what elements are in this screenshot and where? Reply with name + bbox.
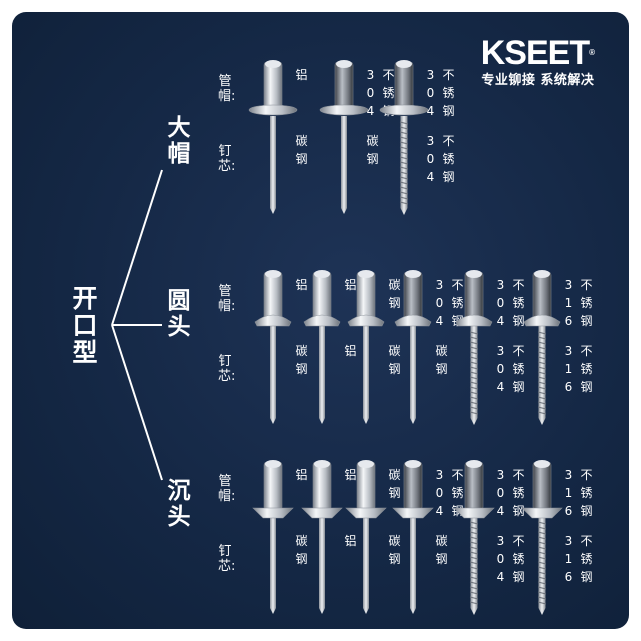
sleeve-material-grade: 304	[496, 468, 505, 518]
mandrel-material-material: 不锈钢	[512, 534, 525, 584]
rivet-illustration	[347, 270, 385, 424]
rivet-illustration	[392, 460, 434, 614]
mandrel-material-material: 铝	[344, 344, 357, 358]
mandrel-material-material: 碳钢	[295, 344, 308, 376]
mandrel-material-material: 碳钢	[435, 534, 448, 566]
sleeve-field-label: 管帽:	[218, 284, 236, 314]
category-label-0: 大帽	[167, 115, 191, 167]
brand-slogan: 专业铆接 系统解决	[481, 73, 595, 88]
sleeve-material-material: 铝	[295, 278, 308, 292]
mandrel-material-grade: 316	[564, 344, 573, 394]
rivet-illustration	[301, 460, 343, 614]
sleeve-material-grade: 316	[564, 278, 573, 328]
rivet-illustration	[521, 460, 563, 615]
sleeve-material-grade: 304	[426, 68, 435, 118]
mandrel-material-material: 不锈钢	[442, 134, 455, 184]
sleeve-material-material: 碳钢	[388, 468, 401, 500]
mandrel-material-material: 不锈钢	[512, 344, 525, 394]
mandrel-material-grade: 304	[496, 534, 505, 584]
mandrel-material-material: 碳钢	[435, 344, 448, 376]
rivet-illustration	[248, 60, 298, 214]
sleeve-field-label: 管帽:	[218, 474, 236, 504]
brand-logo: KSEET®	[480, 34, 595, 72]
sleeve-field-label: 管帽:	[218, 74, 236, 104]
category-label-1: 圆头	[167, 288, 191, 340]
root-category-label: 开口型	[72, 284, 98, 367]
sleeve-material-grade: 304	[435, 278, 444, 328]
sleeve-material-material: 铝	[344, 278, 357, 292]
sleeve-material-grade: 304	[496, 278, 505, 328]
mandrel-material-material: 不锈钢	[580, 534, 593, 584]
mandrel-material-grade: 304	[426, 134, 435, 184]
mandrel-field-label: 钉芯:	[218, 354, 236, 384]
category-label-2: 沉头	[167, 478, 191, 530]
rivet-illustration	[453, 460, 495, 615]
brand-block: KSEET® 专业铆接 系统解决	[481, 34, 595, 90]
rivet-illustration	[394, 270, 432, 424]
sleeve-material-material: 铝	[295, 468, 308, 482]
mandrel-material-material: 碳钢	[388, 534, 401, 566]
mandrel-material-material: 碳钢	[366, 134, 379, 166]
mandrel-field-label: 钉芯:	[218, 144, 236, 174]
mandrel-material-material: 铝	[344, 534, 357, 548]
rivet-illustration	[523, 270, 561, 425]
sleeve-material-grade: 304	[435, 468, 444, 518]
rivet-illustration	[379, 60, 429, 215]
sleeve-material-material: 铝	[295, 68, 308, 82]
mandrel-field-label: 钉芯:	[218, 544, 236, 574]
mandrel-material-material: 碳钢	[388, 344, 401, 376]
mandrel-material-grade: 304	[496, 344, 505, 394]
category-tree-lines	[111, 169, 163, 481]
sleeve-material-material: 碳钢	[388, 278, 401, 310]
sleeve-material-material: 铝	[344, 468, 357, 482]
sleeve-material-material: 不锈钢	[512, 468, 525, 518]
mandrel-material-material: 不锈钢	[580, 344, 593, 394]
rivet-illustration	[455, 270, 493, 425]
sleeve-material-material: 不锈钢	[442, 68, 455, 118]
rivet-illustration	[345, 460, 387, 614]
mandrel-material-material: 碳钢	[295, 134, 308, 166]
rivet-illustration	[252, 460, 294, 614]
mandrel-material-grade: 316	[564, 534, 573, 584]
rivet-illustration	[319, 60, 369, 214]
sleeve-material-material: 不锈钢	[580, 468, 593, 518]
rivet-illustration	[303, 270, 341, 424]
sleeve-material-material: 不锈钢	[512, 278, 525, 328]
sleeve-material-grade: 304	[366, 68, 375, 118]
mandrel-material-material: 碳钢	[295, 534, 308, 566]
rivet-illustration	[254, 270, 292, 424]
sleeve-material-grade: 316	[564, 468, 573, 518]
sleeve-material-material: 不锈钢	[580, 278, 593, 328]
